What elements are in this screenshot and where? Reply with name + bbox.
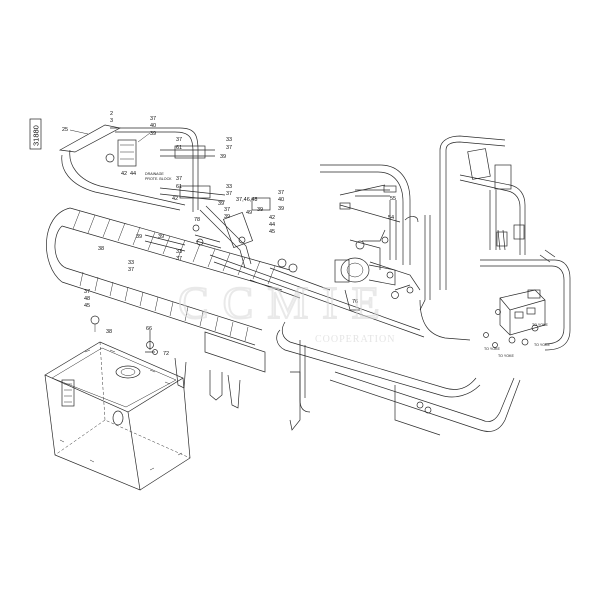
callout-45: 45 <box>84 303 90 309</box>
callout-42: 42 <box>269 215 275 221</box>
callout-48: 48 <box>84 296 90 302</box>
note-drainage: DRAINAGE <box>145 172 164 176</box>
callout-39: 39 <box>278 206 284 212</box>
callout-37: 37 <box>150 116 156 122</box>
sheet-number-tag: 31880 <box>29 118 42 150</box>
callout-38: 38 <box>98 246 104 252</box>
note-to-yoke-4: TO YOKE <box>498 354 514 358</box>
callout-54: 54 <box>388 215 394 221</box>
callout-76: 76 <box>352 299 358 305</box>
callout-39: 39 <box>158 234 164 240</box>
callout-45: 45 <box>269 229 275 235</box>
callout-37: 37 <box>226 145 232 151</box>
note-to-yoke-2: TO YOKE <box>534 343 550 347</box>
callout-40: 40 <box>278 197 284 203</box>
fittings <box>90 185 432 414</box>
callout-33: 33 <box>128 260 134 266</box>
callout-37: 37 <box>84 289 90 295</box>
callout-72: 72 <box>163 351 169 357</box>
callout-78: 78 <box>194 217 200 223</box>
note-to-yoke-3: TO YOKE <box>484 347 500 351</box>
callout-38: 38 <box>106 329 112 335</box>
callout-66: 66 <box>146 326 152 332</box>
callout-3: 3 <box>110 118 113 124</box>
callout-37: 37 <box>176 176 182 182</box>
callout-37-46-48: 37,46,48 <box>236 197 257 203</box>
callout-37: 37 <box>176 256 182 262</box>
motor-assembly <box>334 229 411 311</box>
callout-25: 25 <box>62 127 68 133</box>
callout-37: 37 <box>226 191 232 197</box>
note-prote-block: PROTE. BLOCK <box>145 177 172 181</box>
sheet-number: 31880 <box>32 125 41 146</box>
callout-37: 37 <box>128 267 134 273</box>
callout-61: 61 <box>176 145 182 151</box>
callout-39: 39 <box>136 234 142 240</box>
callout-39: 39 <box>257 207 263 213</box>
upper-hose-assembly <box>58 124 271 269</box>
callout-39: 39 <box>218 201 224 207</box>
callout-55: 55 <box>390 196 396 202</box>
watermark-tagline: COOPERATION <box>315 334 395 345</box>
callout-40: 40 <box>150 123 156 129</box>
cable-drag-chain <box>46 207 291 409</box>
callout-37: 37 <box>278 190 284 196</box>
callout-39: 39 <box>224 214 230 220</box>
callout-37: 37 <box>224 207 230 213</box>
callout-61: 61 <box>176 184 182 190</box>
watermark-brand: CCMIE <box>178 277 394 328</box>
callout-39: 39 <box>220 154 226 160</box>
callout-2: 2 <box>110 111 113 117</box>
valve-manifold <box>467 148 556 348</box>
callout-42: 42 <box>121 171 127 177</box>
note-to-yoke-1: TO YOKE <box>532 323 548 327</box>
callout-labels: 25 2 3 37 40 39 42 44 37 61 33 37 39 37 … <box>62 111 550 358</box>
callout-39: 39 <box>150 131 156 137</box>
callout-37: 37 <box>176 137 182 143</box>
callout-44: 44 <box>130 171 136 177</box>
callout-33: 33 <box>226 137 232 143</box>
watermark: CCMIE COOPERATION <box>177 276 395 345</box>
hydraulic-pipes <box>209 135 571 436</box>
callout-33: 33 <box>226 184 232 190</box>
callout-49: 49 <box>246 210 252 216</box>
hydraulic-tank <box>44 330 191 491</box>
callout-33: 33 <box>176 249 182 255</box>
callout-44: 44 <box>269 222 275 228</box>
callout-42: 42 <box>172 196 178 202</box>
